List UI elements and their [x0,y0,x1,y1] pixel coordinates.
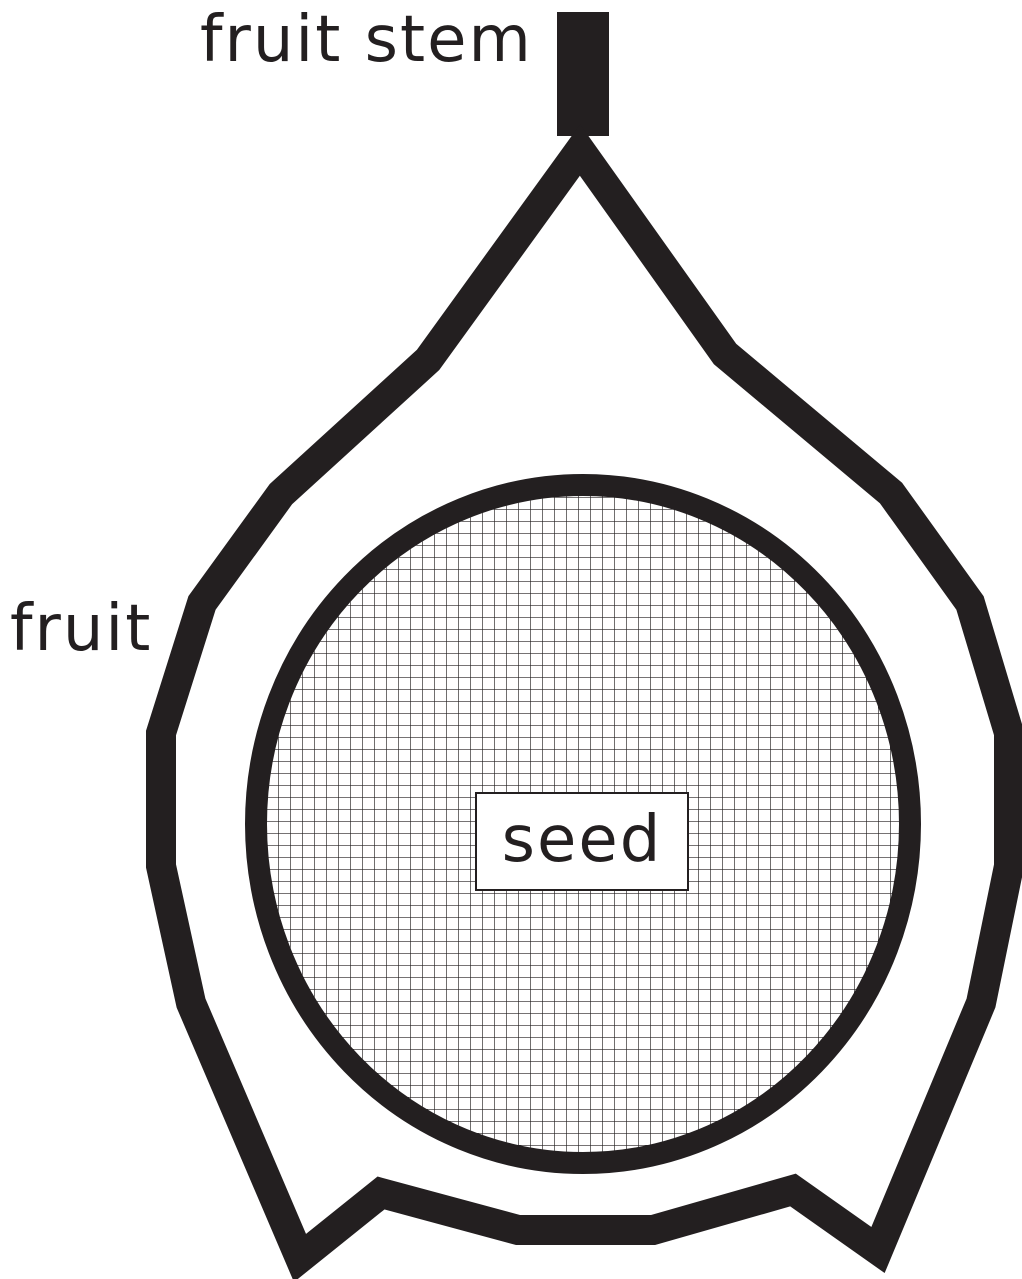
fruit-stem [557,12,609,136]
fruit-label: fruit [10,597,152,661]
seed-label: seed [502,808,663,872]
fruit-stem-label: fruit stem [200,8,533,72]
seed-label-box: seed [475,792,689,891]
